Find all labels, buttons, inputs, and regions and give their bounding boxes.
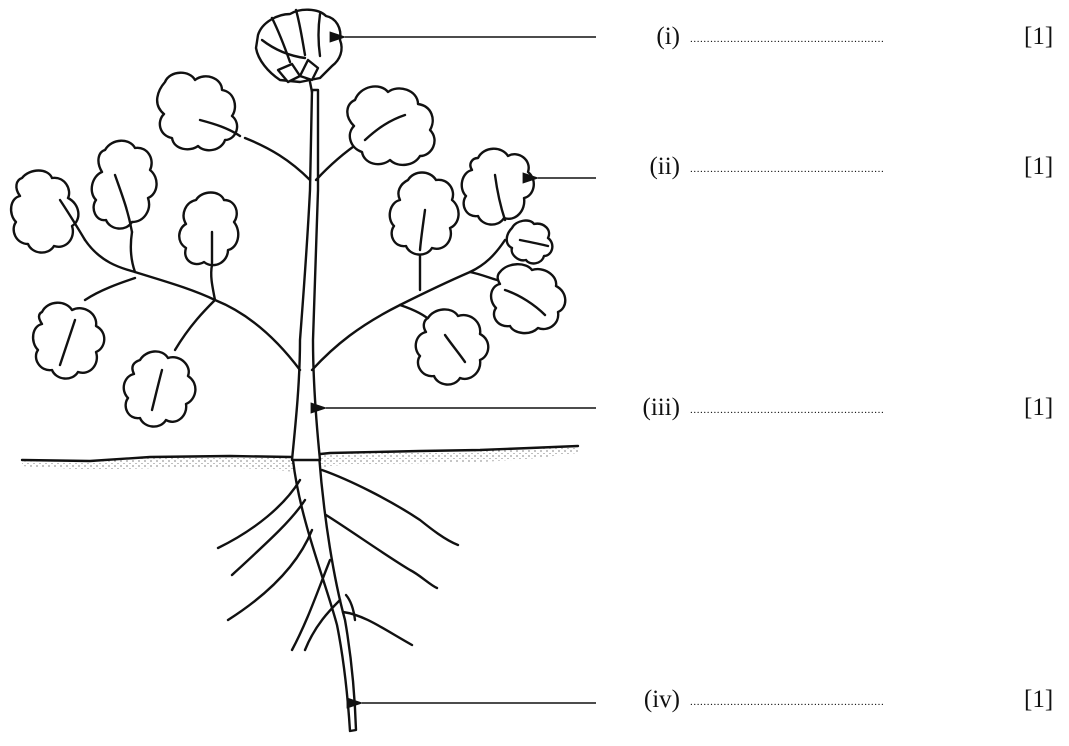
leaf (179, 193, 238, 266)
label-number: (i) (600, 20, 680, 54)
answer-line[interactable]: ........................................… (690, 20, 982, 58)
label-number: (iv) (600, 683, 680, 717)
leaf (157, 73, 237, 151)
label-number: (ii) (600, 150, 680, 184)
root-system (218, 455, 458, 731)
answer-line[interactable]: ........................................… (690, 683, 982, 721)
flower (256, 10, 342, 92)
leaf (124, 351, 196, 426)
mark-allocation: [1] (1024, 391, 1064, 425)
leaf (92, 141, 157, 229)
mark-allocation: [1] (1024, 150, 1064, 184)
answer-line[interactable]: ........................................… (690, 391, 982, 429)
label-row-iii: (iii) ..................................… (600, 391, 1060, 425)
leaf (416, 309, 489, 384)
leaf (491, 264, 565, 333)
label-row-iv: (iv) ...................................… (600, 683, 1060, 717)
leaf (347, 86, 434, 164)
answer-line[interactable]: ........................................… (690, 150, 982, 188)
label-row-i: (i) ....................................… (600, 20, 1060, 54)
mark-allocation: [1] (1024, 20, 1064, 54)
label-row-ii: (ii) ...................................… (600, 150, 1060, 184)
mark-allocation: [1] (1024, 683, 1064, 717)
label-number: (iii) (600, 391, 680, 425)
